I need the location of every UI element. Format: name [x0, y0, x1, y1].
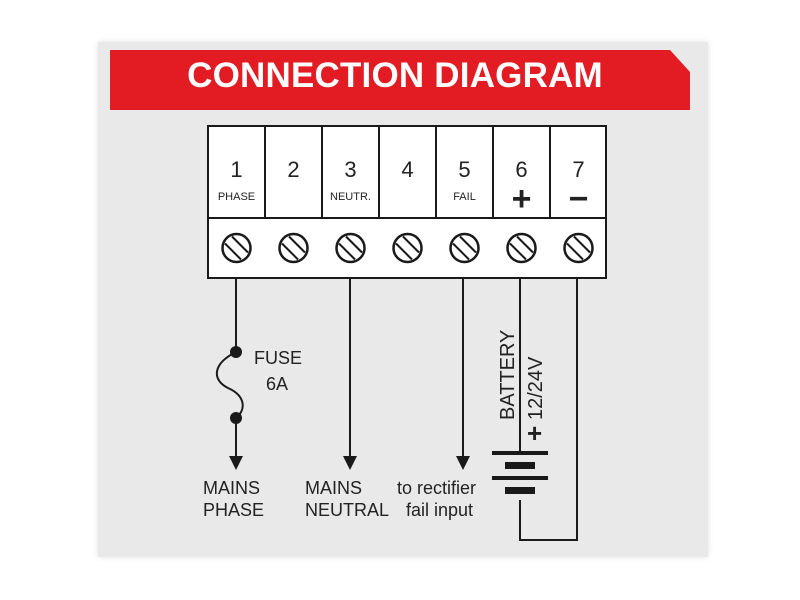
terminal-screw [278, 232, 309, 264]
fuse-node-bottom [230, 412, 242, 424]
battery-polarity: + [527, 418, 542, 448]
rectifier-line-1: to rectifier [397, 478, 476, 498]
terminal-screw [563, 232, 594, 264]
screw-slot [566, 242, 584, 261]
rectifier-label: to rectifier fail input [397, 478, 476, 520]
fuse-rating: 6A [266, 374, 288, 394]
terminal-number: 5 [458, 157, 470, 182]
title-banner [110, 50, 690, 110]
screw-slot [231, 235, 249, 254]
screw-slot [224, 242, 242, 261]
fuse-label: FUSE 6A [254, 348, 302, 394]
screw-slot [395, 242, 413, 261]
battery-negative-wire [519, 278, 578, 541]
screw-slot [288, 235, 306, 254]
terminal-number: 1 [230, 157, 242, 182]
screw-slot [459, 235, 477, 254]
battery-symbol [492, 451, 548, 494]
screw-slot [452, 242, 470, 261]
terminal-label: NEUTR. [330, 191, 371, 203]
mains-phase-line-1: MAINS [203, 478, 260, 498]
arrow-rectifier [456, 456, 470, 470]
terminal-screw [449, 232, 480, 264]
mains-phase-line-2: PHASE [203, 500, 264, 520]
terminal-label-strip [207, 125, 607, 219]
battery-name: BATTERY [497, 330, 519, 420]
arrow-mains-neutral [343, 456, 357, 470]
terminal-number: 6 [515, 157, 527, 182]
mains-phase-label: MAINS PHASE [203, 478, 264, 520]
terminal-screw [506, 232, 537, 264]
screw-slot [338, 242, 356, 261]
fuse-name: FUSE [254, 348, 302, 368]
terminal-number: 3 [344, 157, 356, 182]
battery-plate-short-1 [505, 462, 535, 469]
terminal-label: + [512, 180, 532, 218]
screw-slot [509, 242, 527, 261]
mains-neutral-label: MAINS NEUTRAL [305, 478, 389, 520]
arrow-mains-phase [229, 456, 243, 470]
terminal-screw [392, 232, 423, 264]
screw-slot [402, 235, 420, 254]
terminal-label: − [569, 180, 589, 218]
terminal-number: 2 [287, 157, 299, 182]
mains-neutral-line-1: MAINS [305, 478, 362, 498]
mains-neutral-line-2: NEUTRAL [305, 500, 389, 520]
terminal-screw-strip [207, 217, 607, 279]
battery-plate-long-2 [492, 476, 548, 480]
fuse-node-top [230, 346, 242, 358]
terminal-label: PHASE [218, 191, 255, 203]
terminal-number: 4 [401, 157, 413, 182]
screw-slot [281, 242, 299, 261]
battery-plate-long-1 [492, 451, 548, 455]
fuse-element [216, 351, 244, 419]
battery-plate-short-2 [505, 487, 535, 494]
terminal-number: 7 [572, 157, 584, 182]
battery-voltage: 12/24V [525, 356, 547, 420]
rectifier-line-2: fail input [406, 500, 473, 520]
screw-slot [345, 235, 363, 254]
page-title: CONNECTION DIAGRAM [187, 56, 603, 95]
screw-slot [516, 235, 534, 254]
terminal-screw [335, 232, 366, 264]
terminal-screw [221, 232, 252, 264]
terminal-label: FAIL [453, 191, 476, 203]
screw-slot [573, 235, 591, 254]
